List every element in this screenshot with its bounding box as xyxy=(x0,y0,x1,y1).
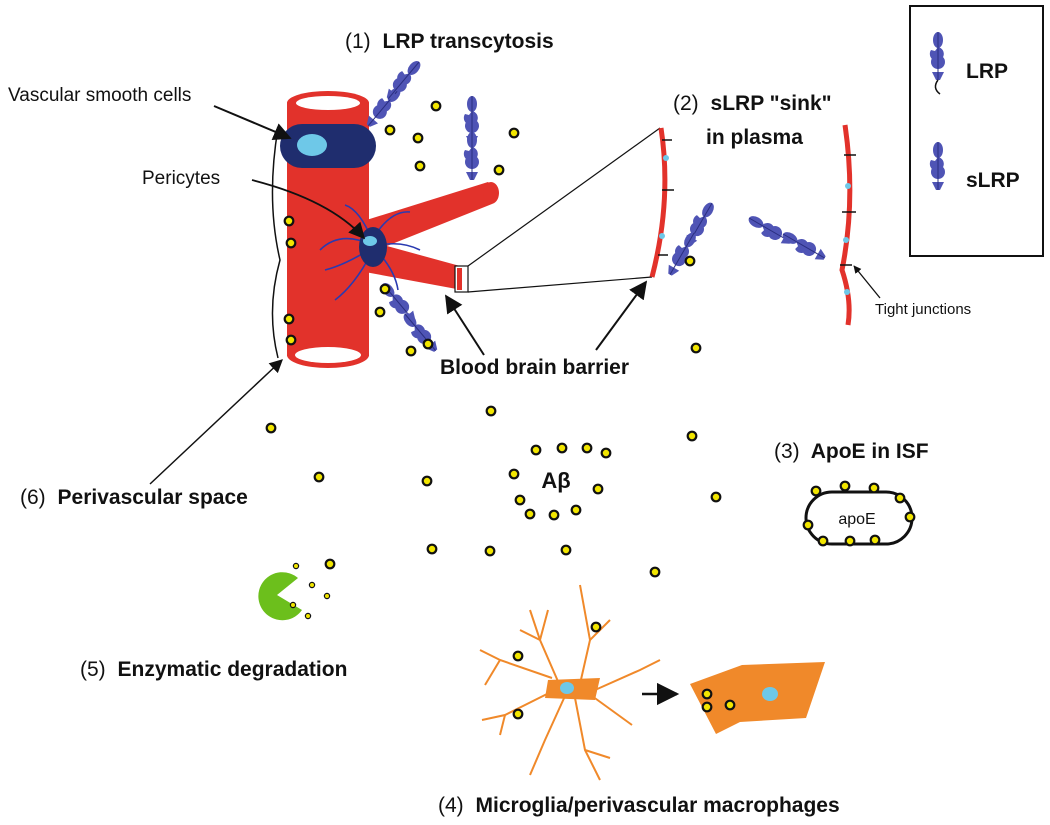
abeta-dot xyxy=(868,482,880,494)
abeta-dot xyxy=(485,405,497,417)
label-slrp-sink: (2) sLRP "sink" xyxy=(673,92,832,115)
abeta-dot xyxy=(512,708,524,720)
bbb-pointer-right xyxy=(595,280,648,351)
abeta-dot xyxy=(690,342,702,354)
abeta-dot xyxy=(710,491,722,503)
slrp-receptor xyxy=(744,211,795,250)
abeta-fragment xyxy=(308,581,316,589)
bbb-pointer-left xyxy=(445,294,485,356)
pericytes-pointer xyxy=(251,179,366,240)
abeta-dot xyxy=(484,545,496,557)
pericyte xyxy=(319,204,421,301)
abeta-dot xyxy=(590,621,602,633)
abeta-dot xyxy=(514,494,526,506)
abeta-dot xyxy=(265,422,277,434)
slrp-receptor xyxy=(662,228,701,279)
abeta-dot xyxy=(412,132,424,144)
abeta-dot xyxy=(581,442,593,454)
abeta-fragment xyxy=(289,601,297,609)
abeta-dot xyxy=(600,447,612,459)
label-vascular-smooth-cells: Vascular smooth cells xyxy=(8,85,191,106)
microglia-cell xyxy=(479,584,661,781)
abeta-dot xyxy=(701,701,713,713)
abeta-dot xyxy=(802,519,814,531)
abeta-dot xyxy=(894,492,906,504)
abeta-dot xyxy=(649,566,661,578)
abeta-dot xyxy=(904,511,916,523)
legend-lrp-label: LRP xyxy=(966,60,1008,83)
abeta-peptides xyxy=(265,100,916,720)
abeta-dot xyxy=(430,100,442,112)
abeta-fragment xyxy=(323,592,331,600)
abeta-dot xyxy=(839,480,851,492)
abeta-fragment xyxy=(304,612,312,620)
abeta-dot xyxy=(810,485,822,497)
abeta-dot xyxy=(508,127,520,139)
label-blood-brain-barrier: Blood brain barrier xyxy=(440,356,629,379)
abeta-dot xyxy=(512,650,524,662)
abeta-fragment xyxy=(292,562,300,570)
abeta-dot xyxy=(379,283,391,295)
abeta-dot xyxy=(592,483,604,495)
label-lrp-transcytosis: (1) LRP transcytosis xyxy=(345,30,554,53)
label-enzymatic-degradation: (5) Enzymatic degradation xyxy=(80,658,347,681)
abeta-dot xyxy=(313,471,325,483)
label-microglia-macrophages: (4) Microglia/perivascular macrophages xyxy=(438,794,840,817)
abeta-dot xyxy=(324,558,336,570)
slrp-receptor xyxy=(778,227,829,266)
abeta-dot xyxy=(405,345,417,357)
abeta-dot xyxy=(421,475,433,487)
lrp-receptor xyxy=(398,308,442,357)
tight-junction-membrane xyxy=(839,124,856,326)
abeta-dot xyxy=(508,468,520,480)
abeta-dot xyxy=(374,306,386,318)
abeta-dot xyxy=(414,160,426,172)
legend-slrp-label: sLRP xyxy=(966,169,1020,192)
abeta-dot xyxy=(869,534,881,546)
bbb-zoom-wall xyxy=(467,127,674,293)
lrp-receptor xyxy=(463,131,480,181)
tight-junctions-pointer xyxy=(853,265,881,299)
abeta-dot xyxy=(701,688,713,700)
label-tight-junctions: Tight junctions xyxy=(875,301,971,318)
apoe-label: apoE xyxy=(838,511,875,528)
abeta-dot xyxy=(285,237,297,249)
vascular-smooth-cell xyxy=(280,124,376,168)
abeta-dot xyxy=(556,442,568,454)
abeta-dot xyxy=(384,124,396,136)
abeta-dot xyxy=(570,504,582,516)
label-in-plasma: in plasma xyxy=(706,126,803,149)
abeta-dot xyxy=(844,535,856,547)
smooth-cells-pointer xyxy=(213,105,292,141)
enzyme-pacman xyxy=(258,572,302,621)
apoe-particle: apoE xyxy=(804,490,914,546)
perivascular-pointer xyxy=(149,359,283,485)
macrophage-cell xyxy=(690,662,825,734)
perivascular-line xyxy=(271,127,281,359)
abeta-dot xyxy=(548,509,560,521)
abeta-dot xyxy=(524,508,536,520)
legend-box: LRP sLRP xyxy=(909,5,1044,257)
abeta-dot xyxy=(530,444,542,456)
label-perivascular-space: (6) Perivascular space xyxy=(20,486,248,509)
label-pericytes: Pericytes xyxy=(142,168,220,189)
abeta-dot xyxy=(686,430,698,442)
lrp-receptor xyxy=(381,56,426,104)
abeta-dot xyxy=(817,535,829,547)
abeta-dot xyxy=(560,544,572,556)
abeta-dot xyxy=(426,543,438,555)
abeta-dot xyxy=(684,255,696,267)
label-abeta: Aβ xyxy=(541,468,570,493)
abeta-dot xyxy=(422,338,434,350)
abeta-dot xyxy=(493,164,505,176)
abeta-dot xyxy=(724,699,736,711)
abeta-dot xyxy=(283,313,295,325)
label-apoe-isf: (3) ApoE in ISF xyxy=(774,440,929,463)
abeta-dot xyxy=(283,215,295,227)
abeta-dot xyxy=(285,334,297,346)
